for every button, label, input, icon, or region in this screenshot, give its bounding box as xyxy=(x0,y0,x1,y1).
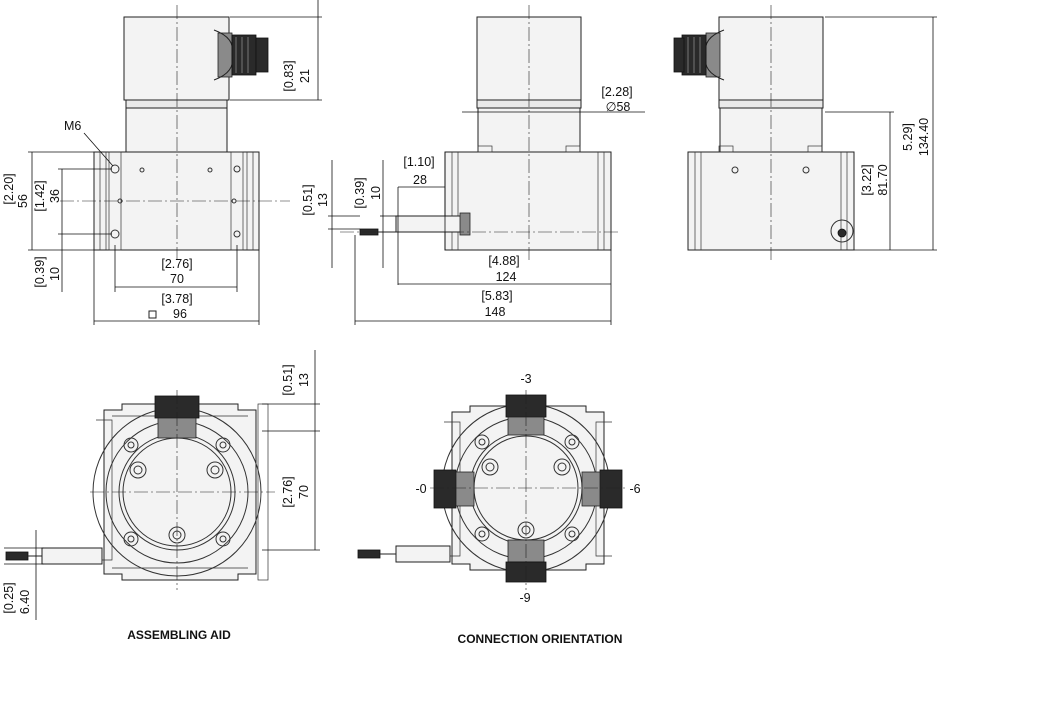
label-3-22: [3.22] xyxy=(860,164,874,195)
label-21: 21 xyxy=(298,69,312,83)
label-10a: 10 xyxy=(48,267,62,281)
label-134-40: 134.40 xyxy=(917,118,931,156)
label-0-25: [0.25] xyxy=(2,582,16,613)
label-5-29: 5.29] xyxy=(901,123,915,151)
front-housing-cap xyxy=(123,16,230,101)
caption-assembling-aid: ASSEMBLING AID xyxy=(127,628,231,642)
dimension-labels: M6 [2.20] 56 [1.42] 36 [0.39] 10 [2.76] … xyxy=(2,60,931,614)
front-connector-body xyxy=(217,32,233,78)
captions: ASSEMBLING AID CONNECTION ORIENTATION xyxy=(127,628,622,646)
label-2-28: [2.28] xyxy=(601,85,632,99)
label-orient-6: -6 xyxy=(629,482,640,496)
label-70b: 70 xyxy=(297,485,311,499)
label-2-20: [2.20] xyxy=(2,173,16,204)
connector-pos-0 xyxy=(433,469,457,509)
front-view xyxy=(28,0,322,325)
label-0-83: [0.83] xyxy=(282,60,296,91)
label-13b: 13 xyxy=(297,373,311,387)
label-96: 96 xyxy=(173,307,187,321)
connector-pos-6 xyxy=(599,469,623,509)
orientation-wire-outlet xyxy=(395,545,451,563)
label-124: 124 xyxy=(496,270,517,284)
label-1-42: [1.42] xyxy=(33,180,47,211)
label-1-10: [1.10] xyxy=(403,155,434,169)
label-5-83: [5.83] xyxy=(481,289,512,303)
assembling-aid-view xyxy=(4,350,320,620)
label-10b: 10 xyxy=(369,186,383,200)
label-m6: M6 xyxy=(64,119,81,133)
label-orient-3: -3 xyxy=(520,372,531,386)
label-81-70: 81.70 xyxy=(876,164,890,195)
label-70a: 70 xyxy=(170,272,184,286)
label-3-78: [3.78] xyxy=(161,292,192,306)
right-view xyxy=(673,5,937,260)
label-6-40: 6.40 xyxy=(18,590,32,614)
label-orient-9: -9 xyxy=(519,591,530,605)
label-0-51b: [0.51] xyxy=(281,364,295,395)
label-0-51a: [0.51] xyxy=(301,184,315,215)
label-0-39b: [0.39] xyxy=(353,177,367,208)
caption-connection-orientation: CONNECTION ORIENTATION xyxy=(458,632,623,646)
front-neck xyxy=(125,107,228,153)
label-2-76b: [2.76] xyxy=(281,476,295,507)
label-2-76a: [2.76] xyxy=(161,257,192,271)
label-28: 28 xyxy=(413,173,427,187)
side-view xyxy=(328,5,645,325)
label-13a: 13 xyxy=(316,193,330,207)
side-wire-outlet xyxy=(395,215,467,233)
label-148: 148 xyxy=(485,305,506,319)
label-58: ∅58 xyxy=(606,100,631,114)
label-0-39a: [0.39] xyxy=(33,256,47,287)
front-flange xyxy=(125,99,228,109)
label-56: 56 xyxy=(16,194,30,208)
label-orient-0: -0 xyxy=(415,482,426,496)
assembly-wire-outlet xyxy=(41,547,103,565)
side-base xyxy=(444,151,612,251)
label-4-88: [4.88] xyxy=(488,254,519,268)
connection-orientation-view xyxy=(357,390,625,590)
label-36: 36 xyxy=(48,189,62,203)
